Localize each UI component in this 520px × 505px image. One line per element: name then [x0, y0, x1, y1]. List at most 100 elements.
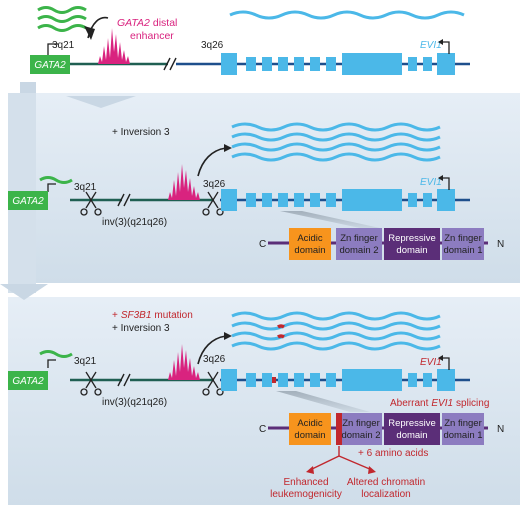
zf1-label: Zn finger [444, 233, 482, 244]
insertion-label: + 6 amino acids [358, 448, 428, 459]
gata2-transcript [39, 176, 73, 184]
outcome-leukemogenicity-2: leukemogenicity [270, 489, 342, 500]
acidic-domain [289, 413, 331, 445]
break-symbol-icon [117, 193, 131, 207]
enhancer-peak [168, 344, 200, 380]
repressive-label: Repressive [388, 233, 436, 244]
evi1-transcripts-spliced [231, 311, 441, 351]
gata2-transcripts [37, 6, 87, 32]
repressive-label-2: domain [396, 430, 427, 441]
panel-3-background [8, 297, 520, 505]
enhancer-peak [98, 28, 130, 64]
scissors-icon [80, 371, 102, 396]
curved-arrow-icon [197, 335, 227, 365]
zinc-finger-domain-2 [336, 228, 382, 260]
zf2-label: Zn finger [342, 418, 380, 429]
evi1-gene [220, 53, 470, 75]
consequence-arrows [309, 446, 373, 471]
gata2-gene-box [30, 55, 70, 74]
arrowhead-icon [368, 466, 376, 474]
scissors-icon [202, 191, 224, 216]
scissors-icon [80, 191, 102, 216]
band-label-3q21: 3q21 [52, 40, 75, 51]
curved-arrow-icon [224, 144, 232, 152]
curved-arrow-icon [224, 332, 232, 340]
repressive-label: Repressive [388, 418, 436, 429]
c-terminus-label: C [259, 239, 266, 250]
n-terminus-label: N [497, 424, 504, 435]
event-label-inversion: + Inversion 3 [112, 323, 170, 334]
inversion-label: inv(3)(q21q26) [102, 397, 167, 408]
zinc-finger-domain-2 [336, 413, 382, 445]
acidic-domain-label-2: domain [294, 430, 325, 441]
enhancer-label-line2: enhancer [130, 30, 174, 42]
acidic-domain [289, 228, 331, 260]
evi1-protein: C N Acidic domain Zn finger domain 2 Rep… [259, 228, 504, 260]
exon-projection [280, 211, 380, 228]
transcription-start-arrow-icon [441, 177, 450, 190]
gata2-gene-box [8, 191, 48, 210]
zinc-finger-domain-1 [442, 228, 484, 260]
aberrant-splice-insert [277, 324, 285, 339]
band-label-3q26: 3q26 [203, 179, 226, 190]
evi1-label: EVI1 [420, 357, 442, 368]
curved-arrow-icon [197, 147, 227, 177]
zf1-label-2: domain 1 [443, 430, 482, 441]
transcription-start-arrow-icon [47, 43, 58, 58]
gata2-transcript [39, 350, 73, 358]
zf2-label-2: domain 2 [341, 430, 380, 441]
panel-2: + Inversion 3 3q21 3q26 GATA2 inv(3)( [8, 122, 504, 260]
event-label-inversion: + Inversion 3 [112, 127, 170, 138]
zinc-finger-domain-1 [442, 413, 484, 445]
transcription-start-arrow-icon [47, 359, 56, 368]
band-label-3q26: 3q26 [201, 40, 224, 51]
inserted-amino-acids [336, 413, 342, 445]
evi1-label: EVI1 [420, 177, 442, 188]
gata2-gene-box [8, 371, 48, 390]
down-arrow-icon [0, 284, 48, 300]
evi1-transcript [229, 10, 465, 20]
gata2-gene-label: GATA2 [12, 376, 44, 387]
repressive-domain [384, 413, 440, 445]
evi1-label: EVI1 [420, 40, 442, 51]
enhancer-peak [168, 164, 200, 200]
transcription-start-arrow-icon [47, 183, 56, 192]
arrowhead-icon [306, 466, 314, 474]
evi1-protein-variant: C N Acidic domain Zn finger domain 2 Rep… [259, 413, 504, 445]
band-label-3q26: 3q26 [203, 354, 226, 365]
break-symbol-icon [117, 373, 131, 387]
repressive-domain [384, 228, 440, 260]
band-label-3q21: 3q21 [74, 356, 97, 367]
transcription-start-arrow-icon [438, 355, 443, 361]
exon-projection [276, 391, 370, 412]
zf2-label: Zn finger [340, 233, 378, 244]
c-terminus-label: C [259, 424, 266, 435]
evi1-gene [220, 369, 470, 391]
evi1-gene [220, 189, 470, 211]
n-terminus-label: N [497, 239, 504, 250]
outcome-leukemogenicity: Enhanced [283, 477, 328, 488]
outcome-chromatin-2: localization [361, 489, 410, 500]
inversion-label: inv(3)(q21q26) [102, 217, 167, 228]
transcription-start-arrow-icon [438, 175, 443, 181]
break-symbol-icon [163, 57, 177, 71]
repressive-label-2: domain [396, 245, 427, 256]
acidic-domain-label: Acidic [297, 233, 323, 244]
band-label-3q21: 3q21 [74, 182, 97, 193]
transcription-start-arrow-icon [441, 41, 450, 54]
gata2-gene-label: GATA2 [34, 60, 66, 71]
scissors-icon [202, 371, 224, 396]
outcome-chromatin: Altered chromatin [347, 477, 425, 488]
acidic-domain-label-2: domain [294, 245, 325, 256]
zf1-label: Zn finger [444, 418, 482, 429]
zf2-label-2: domain 2 [339, 245, 378, 256]
curved-arrow-icon [84, 26, 95, 40]
transcription-start-arrow-icon [438, 39, 443, 45]
evi1-transcripts-high [231, 122, 441, 162]
